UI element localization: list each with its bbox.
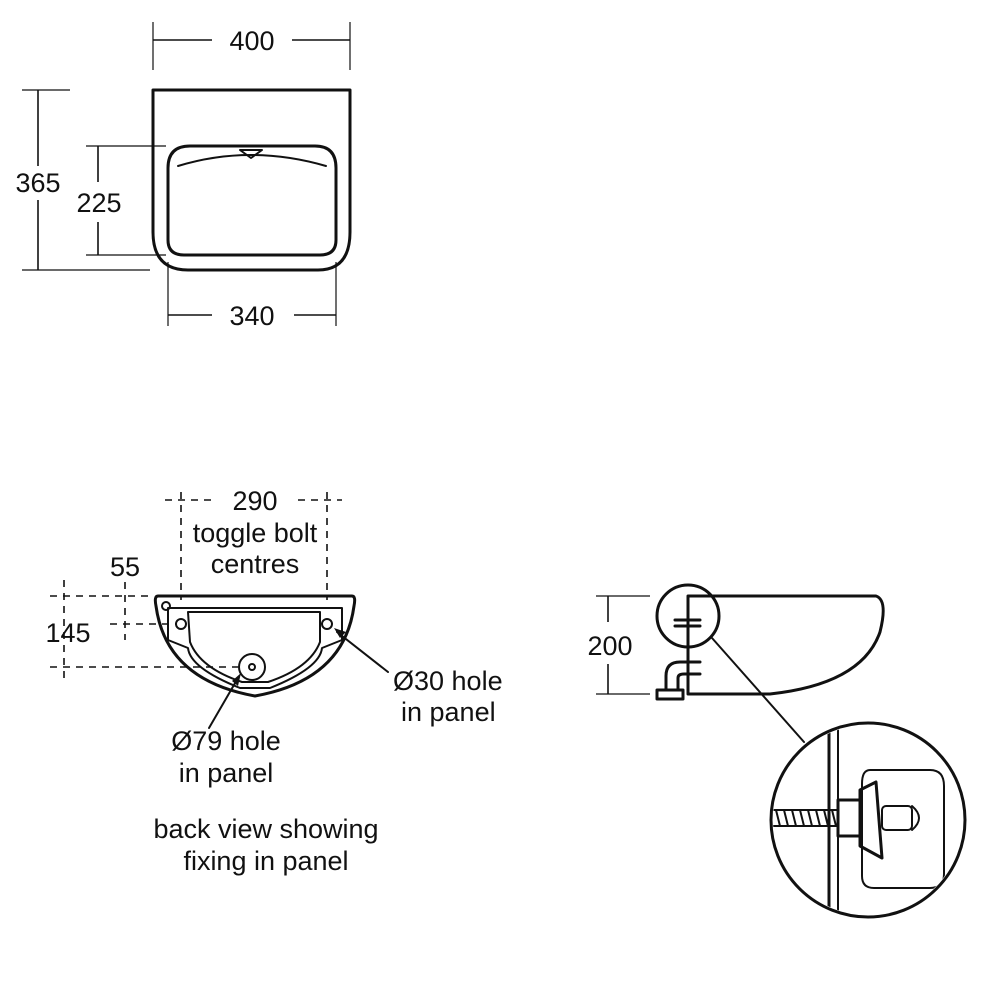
bolt-note-line1: toggle bolt [193, 518, 318, 548]
bowl-depth-label: 225 [76, 188, 121, 218]
height-label: 145 [45, 618, 90, 648]
large-hole-leader [208, 677, 239, 729]
magnified-toggle-bolt [773, 725, 945, 915]
panel-recess [167, 607, 343, 689]
back-view-caption-line2: fixing in panel [183, 846, 348, 876]
bolt-thread-pattern [775, 809, 837, 827]
bolt-spring [881, 805, 913, 831]
large-hole-arrow [232, 673, 241, 686]
bowl-inner-rim [177, 154, 327, 167]
depth-label: 365 [15, 168, 60, 198]
small-hole-label-line1: Ø30 hole [393, 666, 503, 696]
basin-outline-side [686, 594, 885, 696]
small-hole-arrow [334, 628, 346, 638]
magnified-detail-circle [769, 721, 967, 919]
back-view: 290 toggle bolt centres 55 145 Ø30 hole … [45, 486, 502, 876]
side-height-label: 200 [587, 631, 632, 661]
basin-outline-plan [151, 88, 352, 272]
fixing-detail-marker [655, 583, 721, 649]
waste-hole [238, 653, 266, 681]
bolt-span-label: 290 [232, 486, 277, 516]
panel-inner [187, 611, 321, 683]
width-label: 400 [229, 26, 274, 56]
bolt-cap [911, 805, 920, 831]
top-view: 400 365 225 340 [15, 22, 352, 331]
left-bolt-hole [175, 618, 187, 630]
small-hole-label-line2: in panel [401, 697, 496, 727]
offset-label: 55 [110, 552, 140, 582]
bolt-note-line2: centres [211, 549, 300, 579]
large-hole-label-line1: Ø79 hole [171, 726, 281, 756]
bowl-outline-plan [166, 144, 338, 257]
right-bolt-hole [321, 618, 333, 630]
waste-hole-center [248, 663, 256, 671]
side-view: 200 [587, 583, 967, 919]
back-view-caption-line1: back view showing [153, 814, 378, 844]
trap [664, 660, 702, 692]
bolt-toggle [858, 780, 884, 860]
large-hole-label-line2: in panel [179, 758, 274, 788]
bolt-washer [836, 798, 862, 838]
basin-outline-back [153, 594, 357, 698]
bowl-width-label: 340 [229, 301, 274, 331]
small-hole-leader [336, 631, 389, 673]
overflow-hole [161, 601, 171, 611]
detail-panel-recess [861, 769, 945, 889]
detail-leader [711, 637, 805, 743]
trap-nut [655, 688, 685, 701]
overflow-mark [239, 149, 263, 159]
